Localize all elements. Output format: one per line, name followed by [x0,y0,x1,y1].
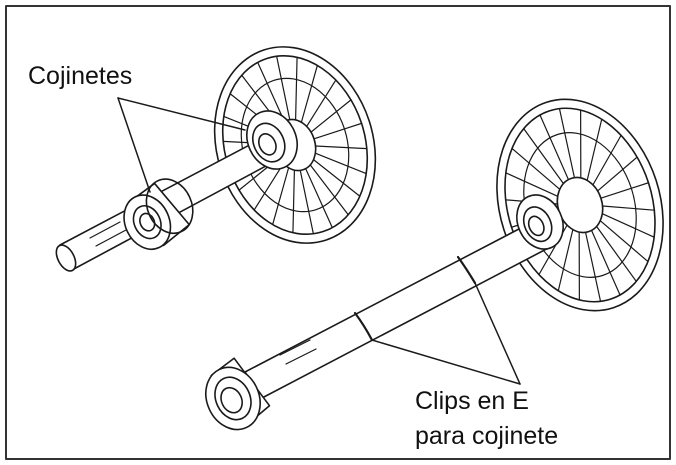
wheel-spoke [306,79,337,128]
wheel-spoke [312,159,361,197]
wheel-spoke [599,220,649,263]
left-bearing-inner [246,110,298,170]
wheel-spoke [601,205,655,211]
e-clip-2 [456,255,477,285]
wheel-spoke [505,172,559,197]
wheel-spoke [586,118,603,182]
wheel-spoke [557,228,574,292]
wheel-spoke [300,64,318,123]
wheel-spoke [539,114,570,181]
clips-leader-lines [371,282,521,385]
wheel-spoke [597,156,638,192]
right-spoked-wheel [496,98,664,312]
left-shaft-assembly [55,46,377,272]
wheel-spoke [314,145,368,150]
wheel-spoke [257,61,285,123]
right-end-bearing [205,357,271,431]
right-shaft-assembly [205,98,664,431]
wheel-spoke [558,108,576,179]
wheel-spoke [595,225,637,283]
wheel-spoke [309,164,349,216]
left-bearing-outer [123,178,194,250]
wheel-spoke [305,167,333,229]
wheel-spoke [580,109,582,179]
wheel-spoke [584,231,602,302]
wheel-spoke [314,152,367,175]
right-bearing [516,194,564,250]
wheel-spoke [310,99,352,133]
wheel-spoke [523,127,565,185]
e-clips-label-line1: Clips en E [415,387,529,415]
wheel-spoke [590,229,621,296]
wheel-spoke [292,169,296,234]
bearings-leader-lines [117,97,246,193]
wheel-spoke [294,56,298,121]
wheel-spoke [272,167,290,226]
e-clip-1 [353,311,374,342]
bearings-label: Cojinetes [28,62,133,90]
wheel-spoke [578,231,580,301]
right-shaft [244,217,557,399]
wheel-spoke [253,162,284,211]
wheel-spoke [276,55,291,121]
wheel-spoke [511,147,561,190]
wheel-spoke [592,134,622,186]
wheel-spoke [299,169,314,235]
wheel-spoke [600,182,650,199]
wheel-spoke [601,213,655,238]
border [5,5,671,460]
e-clips-label-line2: para cojinete [415,422,559,450]
wheel-spoke [313,122,363,140]
